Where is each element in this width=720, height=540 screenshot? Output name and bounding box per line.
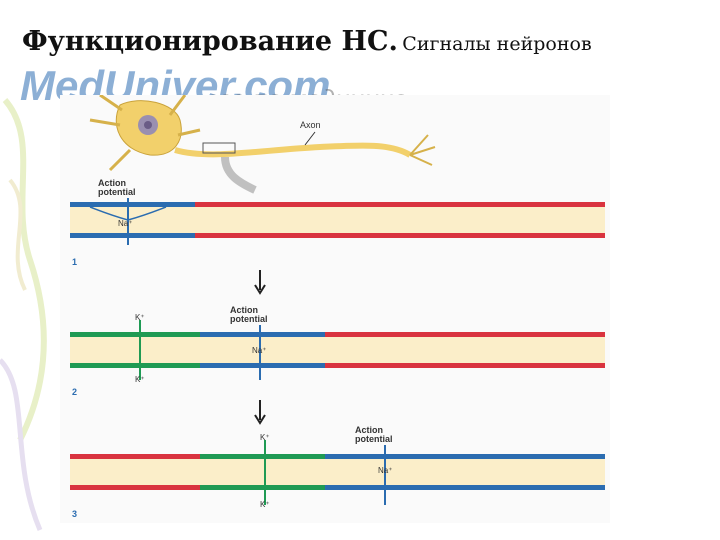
action-potential-label-2: Action (230, 305, 258, 315)
k-label-3a: K⁺ (260, 433, 270, 442)
na-label-1: Na⁺ (118, 219, 132, 228)
step-1-axon-segment: Action potential Na⁺ 1 (70, 178, 605, 267)
na-label-3: Na⁺ (378, 466, 392, 475)
action-potential-label-3: Action (355, 425, 383, 435)
slide-title-sub: Сигналы нейронов (402, 33, 592, 55)
k-label-3b: K⁺ (260, 500, 270, 509)
step-2-axon-segment: Action potential K⁺ Na⁺ K⁺ 2 (70, 305, 605, 397)
step-2-number: 2 (72, 387, 77, 397)
step-3-axon-segment: Action potential K⁺ Na⁺ K⁺ 3 (70, 425, 605, 519)
k-label-2a: K⁺ (135, 313, 145, 322)
slide-title-main: Функционирование НС. (22, 26, 398, 57)
action-potential-figure: Axon Action potential Na⁺ 1 Action poten… (60, 95, 610, 523)
step-3-number: 3 (72, 509, 77, 519)
decorative-swirl (0, 98, 47, 531)
axon-label: Axon (300, 120, 321, 130)
k-label-2b: K⁺ (135, 375, 145, 384)
action-potential-label-1: Action (98, 178, 126, 188)
na-label-2: Na⁺ (252, 346, 266, 355)
slide-title: Функционирование НС. Сигналы нейронов (22, 26, 592, 57)
action-potential-label-3b: potential (355, 434, 393, 444)
step-1-number: 1 (72, 257, 77, 267)
action-potential-label-2b: potential (230, 314, 268, 324)
action-potential-label-1b: potential (98, 187, 136, 197)
neuron-cell: Axon (89, 95, 436, 194)
